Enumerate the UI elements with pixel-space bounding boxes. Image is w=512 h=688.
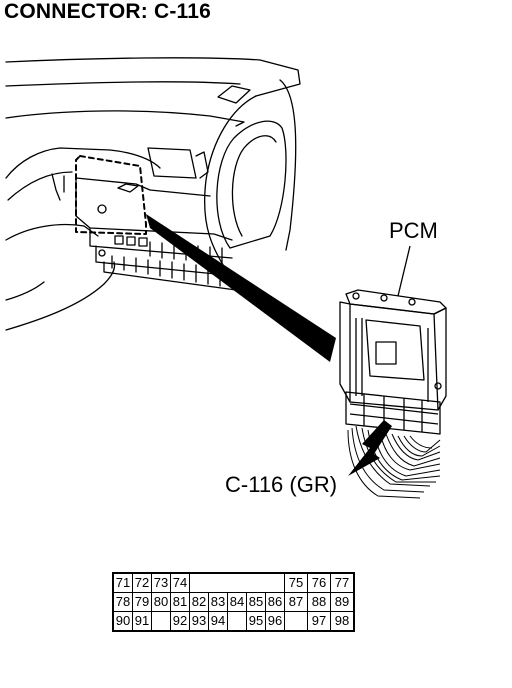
pin-cell <box>227 572 247 593</box>
pin-cell: 97 <box>307 611 331 632</box>
pin-cell <box>246 572 266 593</box>
pin-cell: 94 <box>208 611 228 632</box>
pcm-ribs <box>355 318 429 402</box>
pin-cell: 72 <box>132 572 152 593</box>
pin-cell: 82 <box>189 592 209 612</box>
bracket-tab <box>117 183 139 193</box>
pcm-label: PCM <box>389 218 438 243</box>
pcm-mount-1 <box>352 292 360 300</box>
pin-cell: 88 <box>307 592 331 612</box>
pin-cell: 74 <box>170 572 190 593</box>
glovebox-inner-arch <box>231 135 277 237</box>
hvac-flap <box>195 151 209 179</box>
pin-cell <box>284 611 308 632</box>
leader-wedge <box>146 214 336 362</box>
pcm-connector-dividers <box>363 394 423 432</box>
pcm-connector-slots <box>349 403 439 425</box>
bracket-connector-3 <box>138 237 148 247</box>
pin-cell: 81 <box>170 592 190 612</box>
pin-cell: 80 <box>151 592 171 612</box>
dashboard-upper-line <box>5 81 241 87</box>
pcm-mount-3 <box>408 298 416 306</box>
pin-cell: 76 <box>307 572 331 593</box>
pin-cell <box>189 572 209 593</box>
pcm-mount-2 <box>380 294 388 302</box>
connector-pin-table: 71 72 73 74 75 76 77 78 79 80 81 82 83 8… <box>112 572 355 632</box>
pin-cell: 95 <box>246 611 266 632</box>
pin-cell: 79 <box>132 592 152 612</box>
connector-arrow <box>348 420 392 476</box>
bracket-connector-1 <box>114 235 124 245</box>
pin-row-2: 78 79 80 81 82 83 84 85 86 87 88 89 <box>112 592 355 612</box>
pin-cell: 71 <box>112 572 133 593</box>
pin-cell <box>265 572 285 593</box>
pcm-location-highlight <box>75 155 147 235</box>
pin-row-3: 90 91 92 93 94 95 96 97 98 <box>112 611 355 632</box>
pcm-label-plate <box>375 341 397 365</box>
pin-cell: 87 <box>284 592 308 612</box>
pin-cell: 73 <box>151 572 171 593</box>
pin-cell <box>227 611 247 632</box>
panel-right-edge <box>279 79 297 251</box>
pin-cell: 86 <box>265 592 285 612</box>
pin-cell: 93 <box>189 611 209 632</box>
panel-face <box>5 110 245 127</box>
hvac-box <box>147 147 197 179</box>
pin-cell: 83 <box>208 592 228 612</box>
connector-label: C-116 (GR) <box>225 472 338 497</box>
pin-cell <box>151 611 171 632</box>
bracket-connector-2 <box>126 236 136 246</box>
pin-cell: 78 <box>112 592 133 612</box>
panel-column <box>51 173 61 201</box>
bracket-bolt-2 <box>98 249 106 257</box>
pin-cell: 75 <box>284 572 308 593</box>
pin-cell: 98 <box>330 611 355 632</box>
pin-cell: 90 <box>112 611 133 632</box>
lower-sweep-2 <box>7 171 73 201</box>
floor-curve-2 <box>5 281 45 301</box>
floor-curve <box>5 261 116 331</box>
pcm-front-face <box>349 304 439 411</box>
page-title: CONNECTOR: C-116 <box>4 0 212 23</box>
bracket-bolt <box>97 204 107 214</box>
pcm-leader <box>397 245 411 297</box>
dashboard-top-outline <box>5 57 301 97</box>
glovebox-arch <box>216 120 287 249</box>
pin-cell: 96 <box>265 611 285 632</box>
panel-curve <box>203 95 257 281</box>
vent-outline <box>217 85 251 104</box>
pin-cell: 92 <box>170 611 190 632</box>
pin-cell: 84 <box>227 592 247 612</box>
pcm-body <box>339 301 447 411</box>
pcm-connector-block <box>345 391 441 435</box>
pcm-top-face <box>345 289 447 315</box>
lower-sweep <box>5 147 161 179</box>
pcm-inner-panel <box>365 319 425 381</box>
pcm-mount-4 <box>434 382 442 390</box>
pin-cell <box>208 572 228 593</box>
pin-row-1: 71 72 73 74 75 76 77 <box>112 572 355 593</box>
pin-cell: 77 <box>330 572 355 593</box>
pin-cell: 91 <box>132 611 152 632</box>
bracket-base <box>103 261 237 291</box>
knee-panel <box>5 223 99 241</box>
pin-cell: 85 <box>246 592 266 612</box>
pin-cell: 89 <box>330 592 355 612</box>
bracket-rail <box>89 227 233 259</box>
